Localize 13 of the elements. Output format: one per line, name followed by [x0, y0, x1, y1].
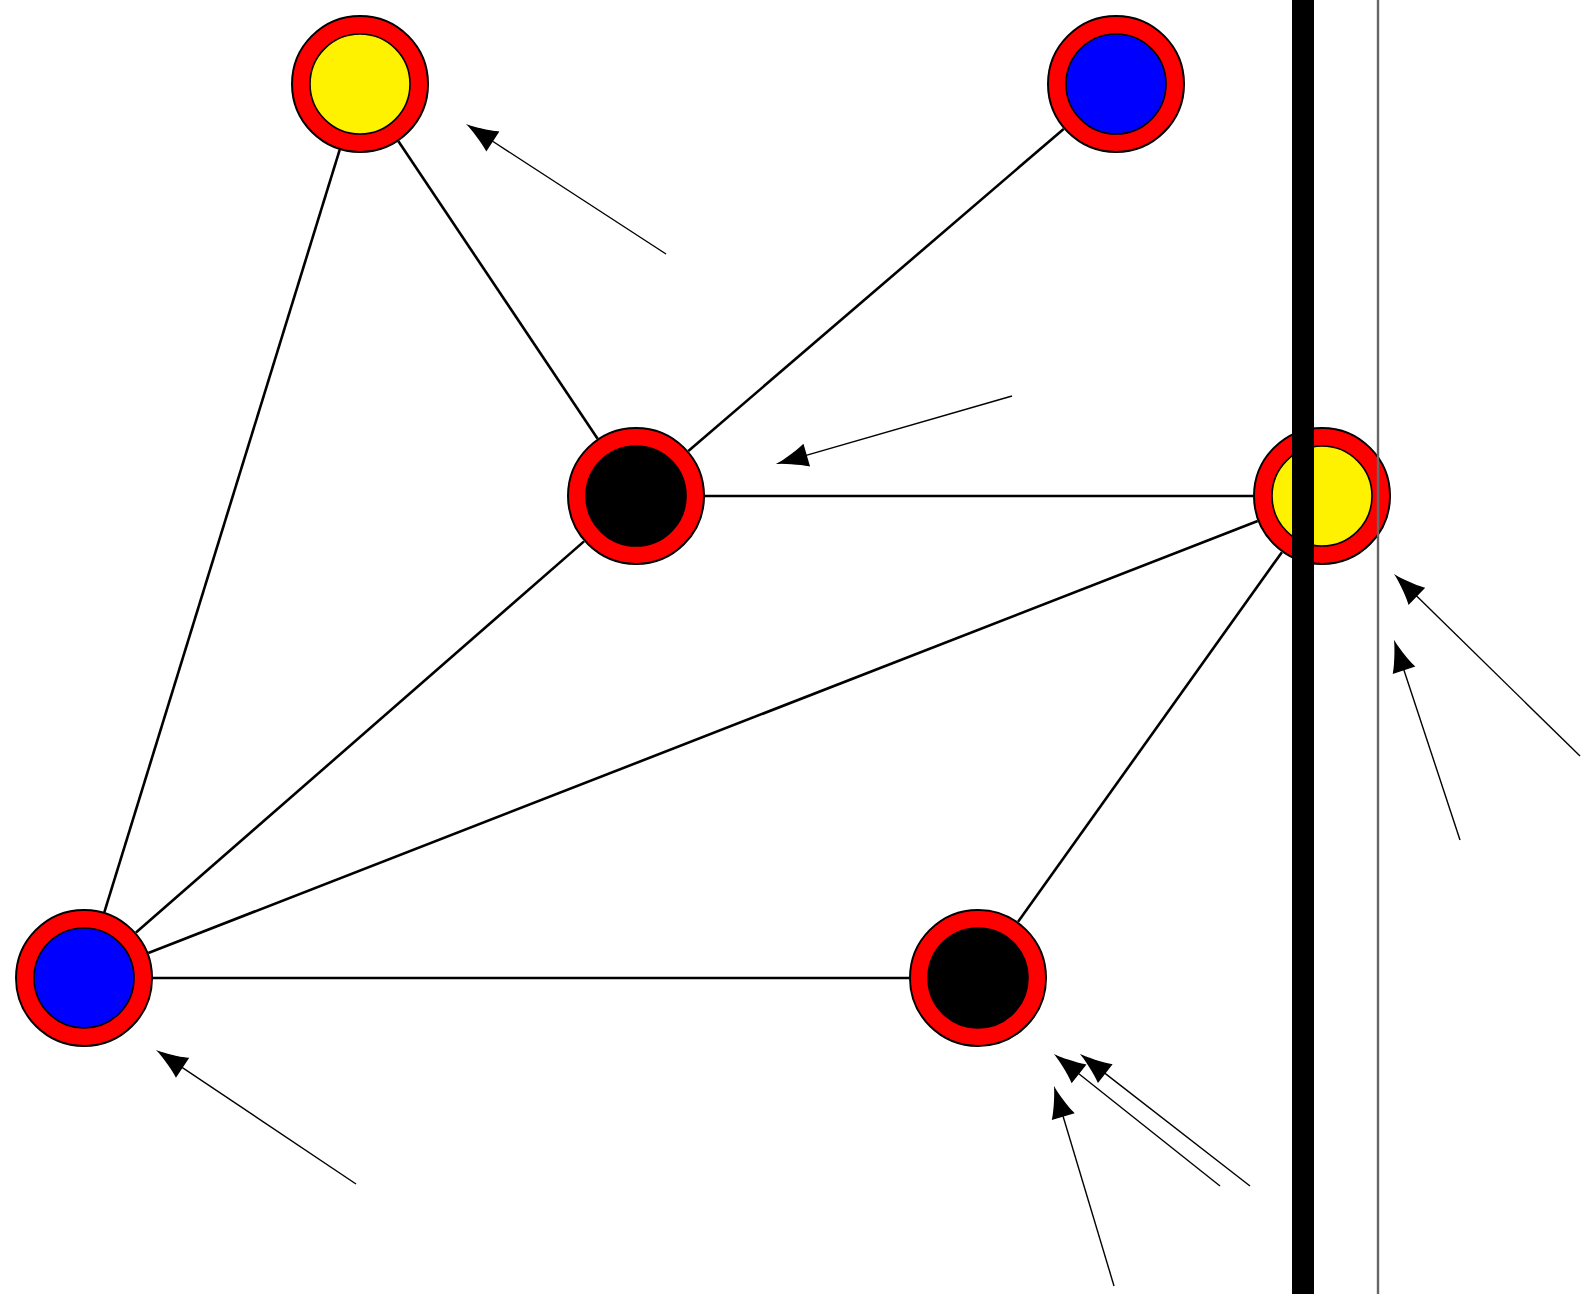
- ring-node: [1047, 15, 1185, 153]
- connector-line: [103, 149, 341, 913]
- connector-line: [687, 127, 1065, 453]
- connector-line: [135, 540, 585, 934]
- connector-line: [153, 976, 909, 980]
- ring-node: [15, 908, 153, 1047]
- ring-node: [291, 15, 429, 153]
- connector-line: [397, 140, 599, 440]
- ring-node: [567, 426, 705, 565]
- ring-node: [909, 908, 1047, 1047]
- connector-line: [1017, 551, 1283, 923]
- connector-line: [705, 494, 1253, 498]
- connector-line: [147, 519, 1259, 955]
